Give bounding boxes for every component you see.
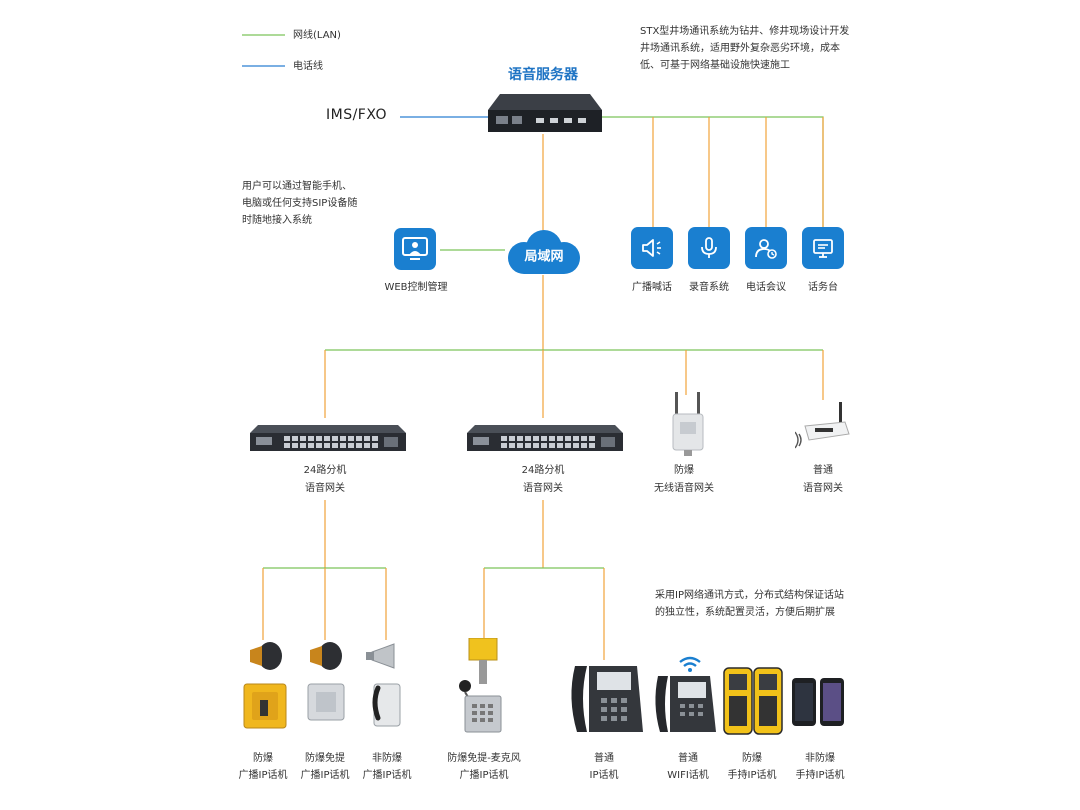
gateway-label-line1: 普通 — [813, 465, 833, 476]
terminal-label-line2: IP话机 — [589, 770, 619, 781]
top-note-line: 井场通讯系统，适用野外复杂恶劣环境，成本 — [640, 43, 840, 54]
service-console-tile[interactable] — [802, 227, 844, 269]
broadcast-phone-icon — [366, 643, 401, 727]
terminal-label-line1: 防爆 — [253, 753, 273, 764]
conference-icon — [755, 239, 777, 259]
switch-gateway-icon — [250, 425, 406, 451]
voice-server-icon — [488, 94, 602, 132]
terminal-label-line1: 非防爆 — [372, 753, 402, 764]
service-recording-tile[interactable] — [688, 227, 730, 269]
bottom-note-line: 的独立性，系统配置灵活，方便后期扩展 — [655, 607, 835, 618]
top-note: STX型井场通讯系统为钻井、修井现场设计开发 井场通讯系统，适用野外复杂恶劣环境… — [640, 23, 849, 74]
terminal-label-line1: 防爆 — [742, 753, 762, 764]
terminal-label-line1: 非防爆 — [805, 753, 835, 764]
wireless-gateway-icon — [672, 392, 704, 456]
router-gateway-icon — [795, 402, 850, 449]
terminal-label-line1: 普通 — [594, 753, 614, 764]
explosion-proof-broadcast-phone-icon — [243, 642, 287, 729]
web-control-tile[interactable] — [394, 228, 436, 270]
legend-lan-label: 网线(LAN) — [293, 30, 341, 41]
service-label-conference: 电话会议 — [746, 282, 786, 293]
left-note-line: 电脑或任何支持SIP设备随 — [242, 198, 358, 209]
web-control-label: WEB控制管理 — [384, 282, 448, 293]
terminal-label-line2: 广播IP话机 — [459, 770, 509, 781]
service-label-console: 话务台 — [808, 282, 838, 293]
lan-cloud-icon — [508, 230, 580, 274]
terminal-label-line1: 普通 — [678, 753, 698, 764]
microphone-icon — [701, 237, 717, 258]
terminal-label-line2: 手持IP话机 — [727, 770, 777, 781]
terminal-label-line2: 广播IP话机 — [238, 770, 288, 781]
top-note-line: 低、可基于网络基础设施快速施工 — [640, 60, 790, 71]
gateway-label-line2: 语音网关 — [305, 483, 345, 494]
console-icon — [813, 239, 833, 258]
left-note-line: 用户可以通过智能手机、 — [242, 181, 352, 192]
terminal-label-line1: 防爆免提-麦克风 — [447, 753, 521, 764]
wifi-phone-icon — [655, 656, 716, 732]
speaker-icon — [642, 239, 661, 257]
gateway-label-line2: 语音网关 — [803, 483, 843, 494]
gateway-label-line1: 防爆 — [674, 465, 694, 476]
switch-gateway-icon — [467, 425, 623, 451]
gateway-label-line2: 语音网关 — [523, 483, 563, 494]
handsfree-broadcast-phone-icon — [307, 642, 345, 721]
lan-label: 局域网 — [524, 249, 564, 265]
left-note-line: 时随地接入系统 — [242, 215, 312, 226]
top-note-line: STX型井场通讯系统为钻井、修井现场设计开发 — [640, 26, 850, 37]
terminal-label-line2: 广播IP话机 — [362, 770, 412, 781]
bottom-note-line: 采用IP网络通讯方式，分布式结构保证话站 — [655, 590, 844, 601]
desk-ip-phone-icon — [571, 666, 643, 732]
microphone-broadcast-phone-icon — [459, 638, 502, 733]
rugged-handheld-phone-icon — [723, 667, 783, 735]
server-title: 语音服务器 — [508, 67, 578, 83]
terminal-label-line2: 广播IP话机 — [300, 770, 350, 781]
terminal-label-line2: WIFI话机 — [667, 770, 709, 781]
terminal-label-line2: 手持IP话机 — [795, 770, 845, 781]
bottom-note: 采用IP网络通讯方式，分布式结构保证话站 的独立性，系统配置灵活，方便后期扩展 — [655, 587, 844, 621]
terminal-label-line1: 防爆免提 — [305, 753, 345, 764]
ims-fxo-label: IMS/FXO — [326, 107, 388, 123]
gateway-label-line2: 无线语音网关 — [654, 483, 714, 494]
left-note: 用户可以通过智能手机、 电脑或任何支持SIP设备随 时随地接入系统 — [242, 178, 357, 229]
service-conference-tile[interactable] — [745, 227, 787, 269]
smartphone-icon — [792, 678, 844, 726]
service-label-recording: 录音系统 — [689, 282, 729, 293]
service-broadcast-tile[interactable] — [631, 227, 673, 269]
gateway-label-line1: 24路分机 — [303, 465, 347, 476]
gateway-label-line1: 24路分机 — [521, 465, 565, 476]
monitor-user-icon — [402, 237, 428, 260]
legend-phone-label: 电话线 — [293, 61, 323, 72]
service-label-broadcast: 广播喊话 — [632, 282, 672, 293]
